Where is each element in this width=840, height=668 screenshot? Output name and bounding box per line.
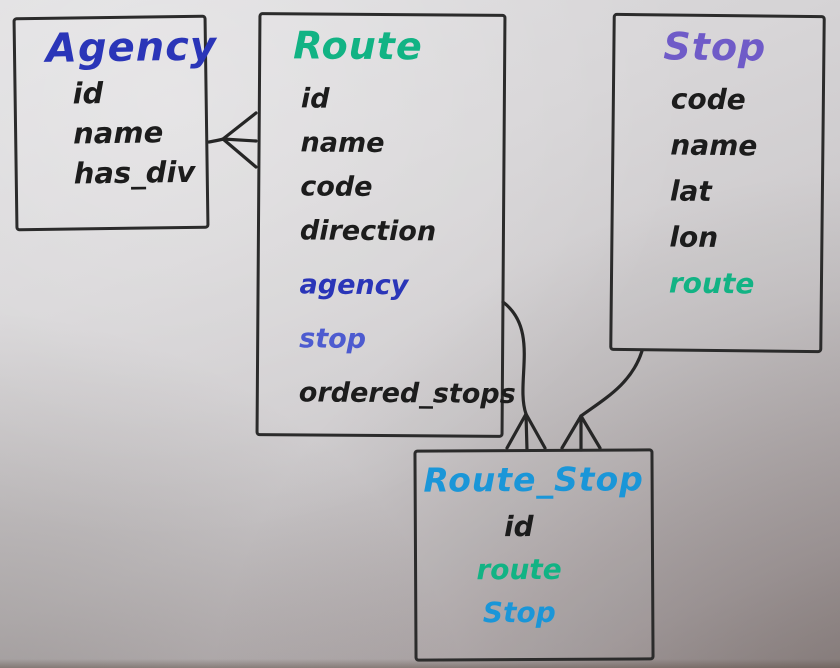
table-route-stop-title: Route_Stop [423,459,644,500]
table-stop-title: Stop [663,24,767,70]
table-field: id [72,76,104,111]
table-field: id [300,83,330,115]
table-agency: Agency id name has_div [12,14,218,232]
whiteboard-bottom-shadow [0,659,840,668]
table-route-stop: Route_Stop id route Stop [413,448,655,662]
table-field: route [476,552,562,587]
table-field: Stop [482,595,556,630]
table-field: ordered_stops [298,377,516,410]
table-field: code [300,171,373,203]
table-field: code [670,82,746,117]
table-field: agency [299,269,409,302]
table-field: name [300,127,385,160]
table-route-title: Route [293,23,423,69]
table-agency-title: Agency [45,23,218,72]
table-field: stop [299,323,367,355]
table-field: lat [669,174,712,208]
table-field: id [503,510,534,544]
table-stop: Stop code name lat lon route [609,12,826,354]
table-route: Route id name code direction agency stop… [255,12,516,438]
relation-stop-routestop [560,349,644,452]
table-field: name [670,128,758,163]
relation-route-routestop [501,300,547,452]
relation-agency-route [207,111,258,169]
table-field: name [72,115,164,151]
table-field: route [668,266,755,301]
table-field: has_div [73,154,196,191]
table-field: direction [299,215,437,248]
table-field: lon [669,220,719,255]
